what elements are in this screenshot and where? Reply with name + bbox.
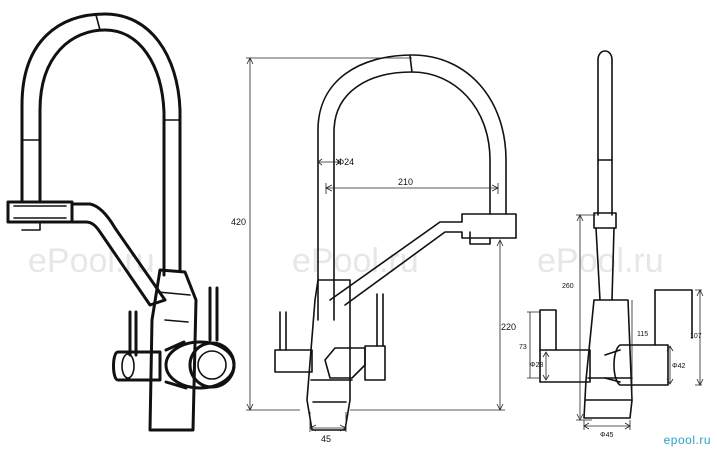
dim-reach: 210 xyxy=(398,177,413,187)
perspective-view xyxy=(6,12,236,432)
dim-side-107: 107 xyxy=(690,333,702,340)
dim-total-height: 420 xyxy=(231,217,246,227)
brand-logo: epool.ru xyxy=(663,433,711,447)
dim-side-73: 73 xyxy=(519,344,527,351)
dim-spout-diameter: Φ24 xyxy=(337,157,354,167)
dim-outlet-height: 220 xyxy=(501,322,516,332)
dim-side-height: 260 xyxy=(562,283,574,290)
dim-side-phi42: Φ42 xyxy=(672,363,685,370)
dim-side-115: 115 xyxy=(637,331,648,338)
dim-base-width: 45 xyxy=(321,434,331,444)
dim-side-phi28: Φ28 xyxy=(530,362,543,369)
watermark-left: ePool.ru xyxy=(28,242,155,280)
watermark-center: ePool.ru xyxy=(292,242,419,280)
watermark-right: ePool.ru xyxy=(537,242,664,280)
front-view: 420 Φ24 210 220 45 xyxy=(231,54,517,444)
side-view: 260 73 Φ28 115 107 Φ42 Φ45 xyxy=(519,50,704,439)
dim-side-phi45: Φ45 xyxy=(600,432,613,439)
